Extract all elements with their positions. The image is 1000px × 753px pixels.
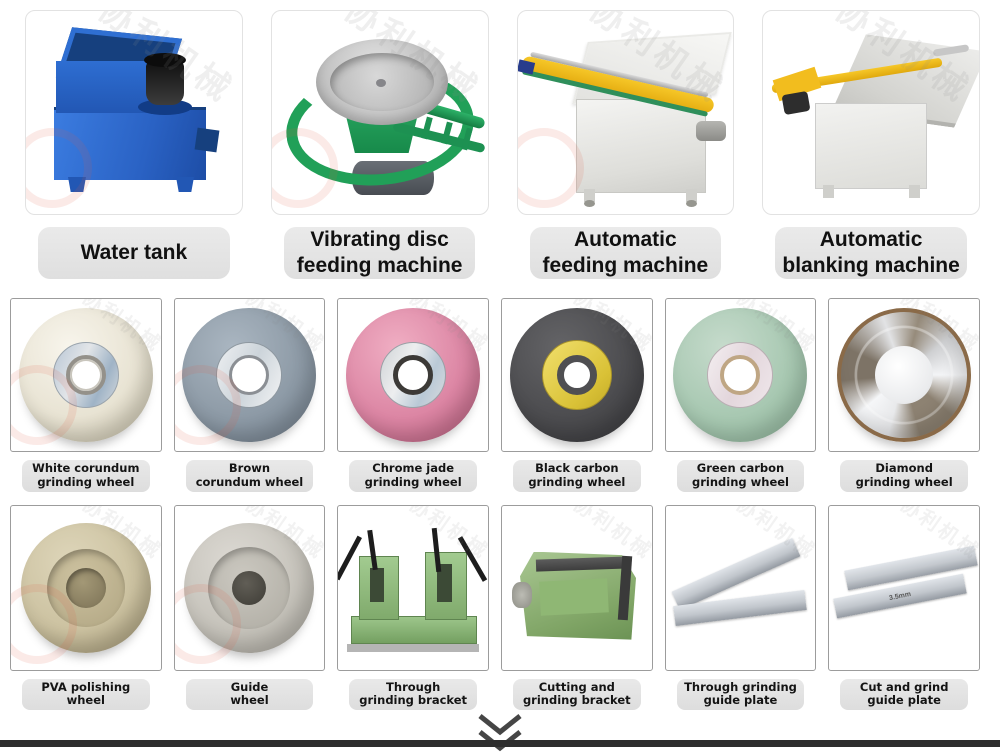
section-divider <box>0 740 1000 747</box>
pva-polishing-wheel-illustration <box>11 506 161 670</box>
brown-corundum-wheel-illustration <box>175 299 325 451</box>
product-card-cutting-bracket: 协利机械 Cutting and grinding bracket <box>501 504 653 711</box>
chrome-jade-wheel-image[interactable]: 协利机械 <box>337 298 489 452</box>
product-label: Black carbon grinding wheel <box>513 460 641 492</box>
water-tank-illustration <box>26 11 242 214</box>
cut-grind-guide-plate-image[interactable]: 3.5mm 协利机械 <box>828 504 980 671</box>
cutting-grinding-bracket-image[interactable]: 协利机械 <box>501 504 653 671</box>
product-label: Cut and grind guide plate <box>840 678 968 711</box>
double-chevron-down-icon[interactable] <box>473 713 527 753</box>
guide-wheel-illustration <box>175 506 325 670</box>
product-card-green-carbon: 协利机械 Green carbon grinding wheel <box>664 298 817 492</box>
machine-card-water-tank: 协利机械 Water tank <box>25 10 243 279</box>
pva-polishing-wheel-image[interactable]: 协利机械 <box>10 504 162 671</box>
blanking-machine-illustration <box>763 11 980 214</box>
water-tank-image[interactable]: 协利机械 <box>25 10 243 215</box>
product-card-brown-corundum: 协利机械 Brown corundum wheel <box>173 298 326 492</box>
product-label: Chrome jade grinding wheel <box>349 460 477 492</box>
product-label: Brown corundum wheel <box>185 460 314 492</box>
machine-label: Automatic blanking machine <box>775 227 967 279</box>
grinding-wheels-row: 协利机械 White corundum grinding wheel 协利机械 … <box>0 279 1000 492</box>
machine-card-feeding-machine: 协利机械 Automatic feeding machine <box>516 10 735 279</box>
white-corundum-wheel-illustration <box>11 299 161 451</box>
machines-row: 协利机械 Water tank 协利机械 Vibrating disc feed… <box>0 0 1000 279</box>
product-card-black-carbon: 协利机械 Black carbon grinding wheel <box>501 298 653 492</box>
through-grinding-guide-plate-illustration <box>666 506 816 670</box>
brown-corundum-wheel-image[interactable]: 协利机械 <box>173 298 326 452</box>
product-label: Through grinding bracket <box>349 678 477 711</box>
product-card-white-corundum: 协利机械 White corundum grinding wheel <box>10 298 162 492</box>
machine-card-vibrating-feeder: 协利机械 Vibrating disc feeding machine <box>270 10 489 279</box>
scroll-down-indicator <box>0 714 1000 752</box>
product-label: Diamond grinding wheel <box>840 460 968 492</box>
product-label: Guide wheel <box>185 678 314 711</box>
diamond-wheel-image[interactable]: 协利机械 <box>828 298 980 452</box>
blanking-machine-image[interactable]: 协利机械 <box>762 10 980 215</box>
diamond-wheel-illustration <box>829 299 979 451</box>
through-grinding-bracket-illustration <box>338 506 488 670</box>
product-label: PVA polishing wheel <box>22 678 150 711</box>
product-label: Cutting and grinding bracket <box>513 678 641 711</box>
black-carbon-wheel-illustration <box>502 299 652 451</box>
product-label: Green carbon grinding wheel <box>676 460 805 492</box>
plate-size-marking: 3.5mm <box>888 590 912 602</box>
green-carbon-wheel-image[interactable]: 协利机械 <box>664 298 817 452</box>
product-card-cut-grind-guide-plate: 3.5mm 协利机械 Cut and grind guide plate <box>828 504 980 711</box>
feeding-machine-image[interactable]: 协利机械 <box>516 10 735 215</box>
machine-label: Water tank <box>38 227 230 279</box>
product-card-pva-polishing: 协利机械 PVA polishing wheel <box>10 504 162 711</box>
cutting-grinding-bracket-illustration <box>502 506 652 670</box>
machine-label: Automatic feeding machine <box>529 227 722 279</box>
vibrating-feeder-image[interactable]: 协利机械 <box>270 10 489 215</box>
chrome-jade-wheel-illustration <box>338 299 488 451</box>
product-card-chrome-jade: 协利机械 Chrome jade grinding wheel <box>337 298 489 492</box>
machine-card-blanking-machine: 协利机械 Automatic blanking machine <box>762 10 980 279</box>
guide-wheel-image[interactable]: 协利机械 <box>173 504 326 671</box>
through-grinding-guide-plate-image[interactable]: 协利机械 <box>664 504 817 671</box>
product-card-diamond: 协利机械 Diamond grinding wheel <box>828 298 980 492</box>
black-carbon-wheel-image[interactable]: 协利机械 <box>501 298 653 452</box>
product-card-through-bracket: 协利机械 Through grinding bracket <box>337 504 489 711</box>
product-card-guide-wheel: 协利机械 Guide wheel <box>173 504 326 711</box>
product-label: White corundum grinding wheel <box>22 460 150 492</box>
through-grinding-bracket-image[interactable]: 协利机械 <box>337 504 489 671</box>
cut-grind-guide-plate-illustration: 3.5mm <box>829 506 979 670</box>
accessories-row: 协利机械 PVA polishing wheel 协利机械 Guide whee… <box>0 492 1000 711</box>
product-label: Through grinding guide plate <box>676 678 805 711</box>
white-corundum-wheel-image[interactable]: 协利机械 <box>10 298 162 452</box>
green-carbon-wheel-illustration <box>666 299 816 451</box>
vibrating-feeder-illustration <box>272 11 488 214</box>
feeding-machine-illustration <box>517 11 734 214</box>
product-card-through-guide-plate: 协利机械 Through grinding guide plate <box>664 504 817 711</box>
machine-label: Vibrating disc feeding machine <box>283 227 476 279</box>
